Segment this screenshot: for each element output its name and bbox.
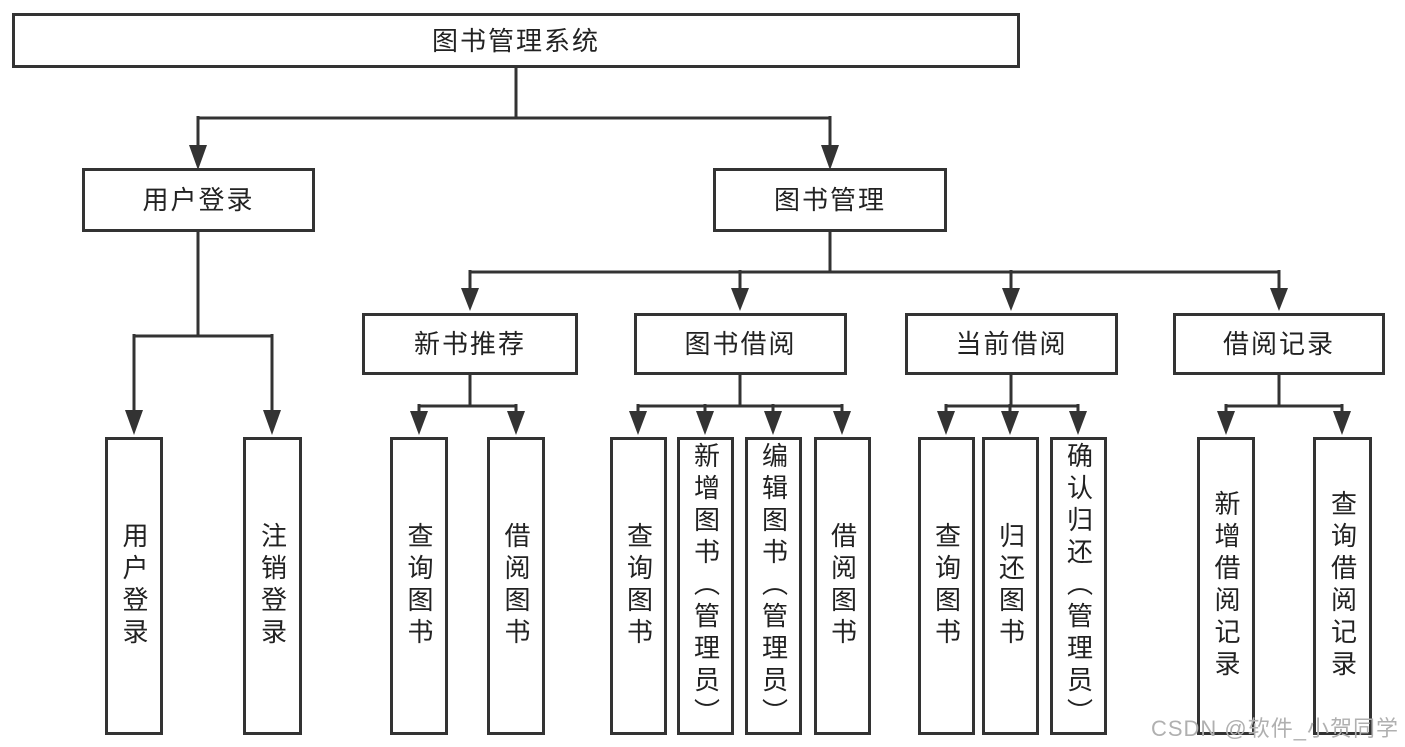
leaf-add-borrow-record: 新增借阅记录 [1197,437,1255,735]
arrowhead [1001,411,1019,435]
leaf-logout: 注销登录 [243,437,302,735]
arrowhead [410,411,428,435]
node-book-borrow-label: 图书借阅 [684,329,797,359]
leaf-return-book-label: 归还图书 [995,522,1026,650]
arrowhead [1069,411,1087,435]
arrowhead [833,411,851,435]
node-new-book-recommend-label: 新书推荐 [413,329,526,359]
arrowhead [821,145,839,170]
node-borrow-record-label: 借阅记录 [1222,329,1335,359]
arrowhead [629,411,647,435]
arrowhead [696,411,714,435]
node-book-management: 图书管理 [713,168,947,232]
node-borrow-record: 借阅记录 [1173,313,1385,375]
leaf-edit-book-admin: 编辑图书（管理员） [745,437,802,735]
leaf-query-books-1: 查询图书 [390,437,448,735]
arrowhead [764,411,782,435]
leaf-query-borrow-record: 查询借阅记录 [1313,437,1372,735]
arrowhead [1002,288,1020,311]
leaf-query-books-2-label: 查询图书 [623,522,654,650]
arrowhead [461,288,479,311]
node-new-book-recommend: 新书推荐 [362,313,578,375]
leaf-query-borrow-record-label: 查询借阅记录 [1327,490,1358,682]
node-book-borrow: 图书借阅 [634,313,847,375]
arrowhead [731,288,749,311]
leaf-query-books-2: 查询图书 [610,437,667,735]
leaf-borrow-book-1: 借阅图书 [487,437,545,735]
connector-new-book-group [417,375,518,413]
leaf-borrow-book-2: 借阅图书 [814,437,871,735]
leaf-confirm-return-admin: 确认归还（管理员） [1050,437,1107,735]
connector-borrow-record-group [1224,375,1344,413]
node-user-login: 用户登录 [82,168,315,232]
leaf-confirm-return-admin-label: 确认归还（管理员） [1063,442,1094,730]
leaf-add-book-admin-label: 新增图书（管理员） [690,442,721,730]
node-book-management-label: 图书管理 [773,185,886,215]
leaf-query-books-1-label: 查询图书 [404,522,434,650]
arrowhead [507,411,525,435]
node-user-login-label: 用户登录 [142,185,255,215]
leaf-return-book: 归还图书 [982,437,1039,735]
node-root-label: 图书管理系统 [431,25,600,56]
arrowhead [937,411,955,435]
leaf-add-book-admin: 新增图书（管理员） [677,437,734,735]
leaf-query-books-3-label: 查询图书 [931,522,962,650]
arrowhead [1333,411,1351,435]
leaf-add-borrow-record-label: 新增借阅记录 [1211,490,1241,682]
leaf-edit-book-admin-label: 编辑图书（管理员） [758,442,789,730]
node-current-borrow-label: 当前借阅 [955,329,1068,359]
arrowhead [1270,288,1288,311]
leaf-borrow-book-1-label: 借阅图书 [501,522,531,650]
arrowhead [125,410,143,435]
leaf-logout-label: 注销登录 [257,522,288,650]
connector-current-borrow-group [944,375,1080,413]
connector-book-management-to-level3 [468,232,1281,290]
leaf-query-books-3: 查询图书 [918,437,975,735]
csdn-watermark: CSDN @软件_小贺同学 [1150,716,1399,741]
leaf-user-login: 用户登录 [105,437,163,735]
connector-book-borrow-group [636,375,844,413]
leaf-user-login-label: 用户登录 [119,522,149,650]
node-root: 图书管理系统 [12,13,1020,68]
connector-root-to-level2 [196,68,832,147]
connector-user-login-group [132,232,274,412]
leaf-borrow-book-2-label: 借阅图书 [827,522,858,650]
arrowhead [1217,411,1235,435]
node-current-borrow: 当前借阅 [905,313,1118,375]
arrowhead [263,410,281,435]
arrowhead [189,145,207,170]
